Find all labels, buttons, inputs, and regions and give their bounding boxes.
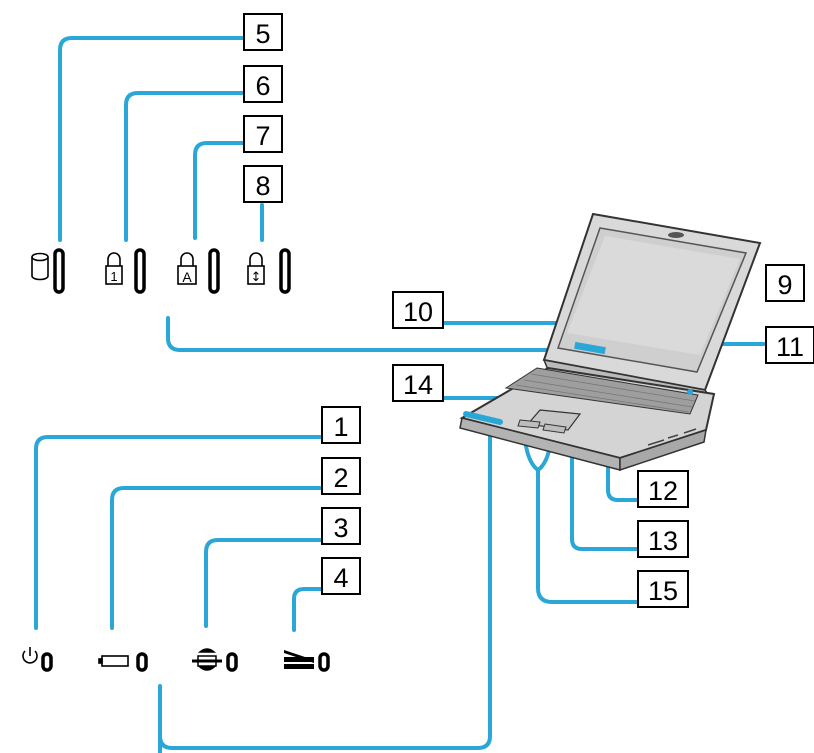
svg-text:14: 14 bbox=[403, 370, 433, 400]
wireless-lan-indicator-icon bbox=[284, 650, 314, 669]
callout-4: 4 bbox=[321, 557, 361, 595]
memory-stick-indicator-icon bbox=[192, 648, 222, 671]
top-indicators: 1 A ↕ bbox=[31, 248, 291, 294]
battery-indicator-icon bbox=[98, 655, 129, 667]
leader-line-15 bbox=[536, 468, 638, 604]
wireless-lan-led bbox=[318, 652, 330, 672]
leader-line-1 bbox=[34, 435, 322, 630]
scroll-lock-indicator-icon: ↕ bbox=[247, 252, 265, 285]
callout-15: 15 bbox=[637, 570, 689, 608]
hard-disk-indicator-icon bbox=[31, 252, 49, 281]
leader-line-7 bbox=[193, 141, 246, 240]
laptop-touchpad bbox=[526, 409, 582, 431]
svg-text:↕: ↕ bbox=[251, 270, 262, 285]
svg-text:11: 11 bbox=[776, 332, 804, 362]
laptop-front-indicators bbox=[463, 411, 503, 425]
callout-8: 8 bbox=[243, 165, 283, 203]
callout-1: 1 bbox=[321, 406, 361, 444]
svg-text:12: 12 bbox=[648, 476, 678, 506]
power-led bbox=[41, 652, 53, 672]
leader-line-5 bbox=[58, 36, 244, 242]
laptop-keyboard bbox=[504, 367, 699, 415]
callout-11: 11 bbox=[765, 326, 814, 364]
callout-7: 7 bbox=[243, 115, 283, 153]
leader-line-3 bbox=[204, 538, 322, 628]
power-indicator-icon bbox=[22, 647, 38, 664]
leader-line-4 bbox=[292, 587, 324, 632]
caps-lock-led bbox=[208, 248, 220, 294]
leader-line-12 bbox=[606, 396, 638, 502]
caps-lock-indicator-icon: A bbox=[177, 252, 197, 285]
svg-text:10: 10 bbox=[403, 297, 433, 327]
svg-text:7: 7 bbox=[255, 121, 270, 151]
hard-disk-led bbox=[53, 248, 65, 294]
callout-5: 5 bbox=[243, 13, 283, 51]
callout-10: 10 bbox=[392, 291, 444, 329]
leader-line-front-indicators bbox=[158, 426, 492, 753]
laptop-status-indicators bbox=[574, 341, 606, 355]
scroll-lock-led bbox=[279, 248, 291, 294]
svg-text:9: 9 bbox=[777, 270, 792, 300]
callout-9: 9 bbox=[765, 264, 805, 302]
num-lock-indicator-icon: 1 bbox=[105, 252, 123, 285]
leader-line-13 bbox=[570, 426, 638, 551]
battery-led bbox=[136, 652, 148, 672]
front-indicators bbox=[22, 647, 330, 672]
svg-text:4: 4 bbox=[333, 563, 348, 593]
callout-2: 2 bbox=[321, 457, 361, 495]
leader-line-6 bbox=[124, 91, 246, 242]
callouts: 5 6 7 8 9 10 11 14 1 2 12 3 13 4 15 bbox=[243, 13, 814, 608]
svg-text:2: 2 bbox=[333, 463, 348, 493]
memory-stick-led bbox=[226, 652, 238, 672]
svg-text:8: 8 bbox=[255, 171, 270, 201]
num-lock-led bbox=[134, 248, 146, 294]
laptop-illustration bbox=[459, 212, 762, 472]
svg-text:13: 13 bbox=[648, 526, 678, 556]
callout-6: 6 bbox=[243, 65, 283, 103]
svg-text:3: 3 bbox=[333, 513, 348, 543]
svg-text:5: 5 bbox=[255, 19, 270, 49]
svg-text:A: A bbox=[182, 269, 192, 285]
svg-text:1: 1 bbox=[333, 412, 348, 442]
leader-line-indicators bbox=[166, 316, 582, 352]
callout-14: 14 bbox=[392, 364, 444, 402]
callout-13: 13 bbox=[637, 520, 689, 558]
callout-3: 3 bbox=[321, 507, 361, 545]
svg-text:15: 15 bbox=[648, 576, 678, 606]
leader-line-2 bbox=[110, 486, 322, 630]
svg-text:6: 6 bbox=[255, 71, 270, 101]
svg-text:1: 1 bbox=[110, 269, 117, 284]
callout-12: 12 bbox=[637, 470, 689, 508]
